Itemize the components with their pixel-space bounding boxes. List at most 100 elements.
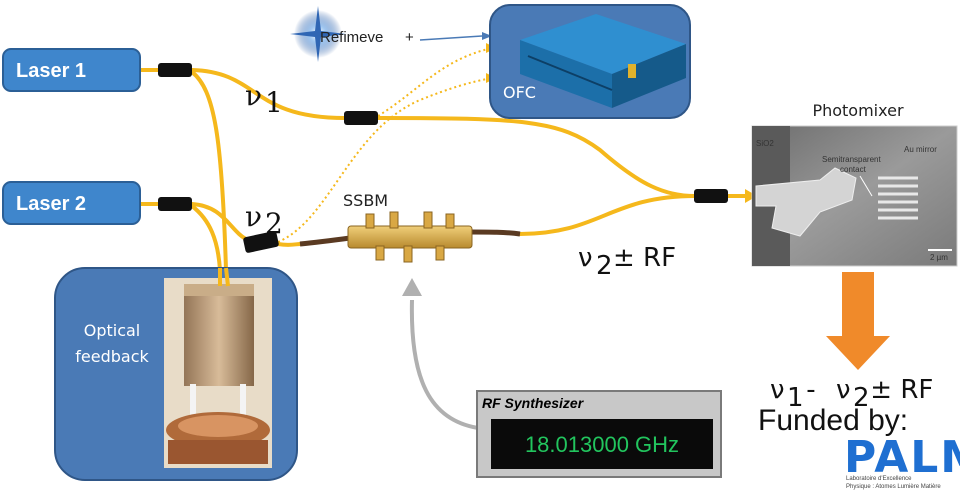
cavity-flange-inner [178,415,258,437]
nu2-sub: 2 [265,207,283,240]
optical-feedback-panel: Optical feedback [54,267,298,481]
fiber-nu1-to-photomixer [376,116,697,198]
refimeve-plus-icon: + [405,29,414,46]
rf-synthesizer: RF Synthesizer 18.013000 GHz [476,390,722,478]
fiber-laser2-nu2 [190,202,250,242]
laser-2-box [2,181,141,225]
laser-1-box [2,48,141,92]
ofc-device-port [628,64,636,78]
photomixer-au-comb [878,176,918,220]
rf-synth-frequency: 18.013000 GHz [525,432,679,457]
ssbm-fiber-left [299,235,351,247]
refimeve-link [419,35,483,41]
output-arrow-icon [826,272,890,370]
photomixer-electrode [755,167,857,237]
ssbm-port-1 [365,213,375,229]
ssbm-port-3 [423,211,433,229]
cavity-base [168,440,268,464]
photomixer-scale: 2 µm [930,253,948,262]
fiber-network [138,68,747,272]
ofc-panel: OFC [489,4,691,119]
refimeve-star-icon [290,6,346,62]
laser-1: Laser 1 [2,48,141,92]
rf-synth-display [491,419,713,469]
palm-logo-text: PALM [844,432,960,483]
palm-logo: PALM Laboratoire d'Excellence Physique :… [844,432,960,490]
result-sub1: 1 [787,383,804,413]
result-formula: ν 1 - ν 2 ± RF [770,375,933,413]
fiber-into-feedback-1 [224,267,230,287]
cavity-cube-top [184,284,254,296]
laser-2-label: Laser 2 [16,193,86,215]
photomixer-contact-line2: contact [840,165,867,174]
ssbm-body [347,225,473,249]
fiber-laser1-nu1 [190,68,347,120]
connector-nu1 [344,111,378,125]
nu2-label: ν 2 [245,200,283,240]
photomixer-title: Photomixer [812,101,903,120]
fiber-nu2-ssbm [276,242,302,247]
funded-by-label: Funded by: [758,404,908,437]
nu1-label: ν 1 [245,79,283,119]
fiber-feedback-entry [218,267,230,287]
fiber-arrowhead [745,189,757,203]
nu2-rf-suffix: ± RF [613,243,676,273]
ofc-dotted-fibers [277,47,493,243]
connector-photomixer [694,189,728,203]
photomixer-contact-line1: Semitransparent [822,155,881,164]
dotted-fiber-nu1 [377,47,493,117]
ofc-device-side [612,44,686,108]
fiber-laser1-down [190,70,228,272]
ofc-label: OFC [503,83,536,102]
connector-laser2 [158,197,192,211]
ofc-device-top [520,14,686,74]
result-minus: - [798,375,824,405]
nu1-symbol: ν [245,79,262,112]
feedback-label-line1: Optical [84,321,141,340]
fiber-ssbm-out [518,194,697,236]
nu2-rf-sub: 2 [596,251,613,281]
nu1-sub: 1 [265,86,283,119]
photomixer-sio2: SiO2 [756,139,774,148]
cavity-cube [184,290,254,386]
laser-2: Laser 2 [2,181,141,225]
photomixer-au-mirror: Au mirror [904,145,937,154]
ofc-device-seam [527,55,613,91]
ssbm-fiber-right [469,229,521,237]
ofc-device [520,14,686,108]
laser-1-label: Laser 1 [16,60,86,82]
photomixer: Photomixer SiO2 Au mirror Semitransparen… [751,101,958,267]
ssbm-port-2 [389,211,399,229]
cavity-photo [164,278,272,468]
refimeve-label: Refimeve [320,29,383,46]
palm-tagline-2: Physique : Atomes Lumière Matière [846,484,941,490]
photomixer-contact-pointer [859,175,873,197]
fiber-connectors [158,63,728,253]
result-sub2: 2 [853,383,870,413]
ssbm-port-7 [435,245,445,261]
dotted-fiber-nu2 [277,77,493,243]
palm-tagline-1: Laboratoire d'Excellence [846,476,912,482]
ssbm-port-4 [445,213,455,229]
rf-synth-title: RF Synthesizer [482,395,585,411]
ssbm-modulator: SSBM [299,191,521,263]
result-suffix: ± RF [862,375,933,405]
rf-feed-arrow [409,299,479,430]
nu2-symbol: ν [245,200,262,233]
ssbm-port-6 [403,245,413,263]
ssbm-rf-ports [365,211,455,263]
refimeve-arrowhead [482,32,492,40]
refimeve-logo: Refimeve + [290,6,414,62]
rf-feed-arrowhead [402,278,422,296]
nu2-rf-symbol: ν [578,243,593,273]
connector-laser1 [158,63,192,77]
cavity-post-1 [190,384,196,418]
ssbm-label: SSBM [343,191,388,210]
result-nu2-symbol: ν [836,375,851,405]
ssbm-port-5 [375,245,385,261]
fiber-laser2-down [190,204,222,272]
result-nu1-symbol: ν [770,375,785,405]
feedback-label-line2: feedback [75,347,149,366]
